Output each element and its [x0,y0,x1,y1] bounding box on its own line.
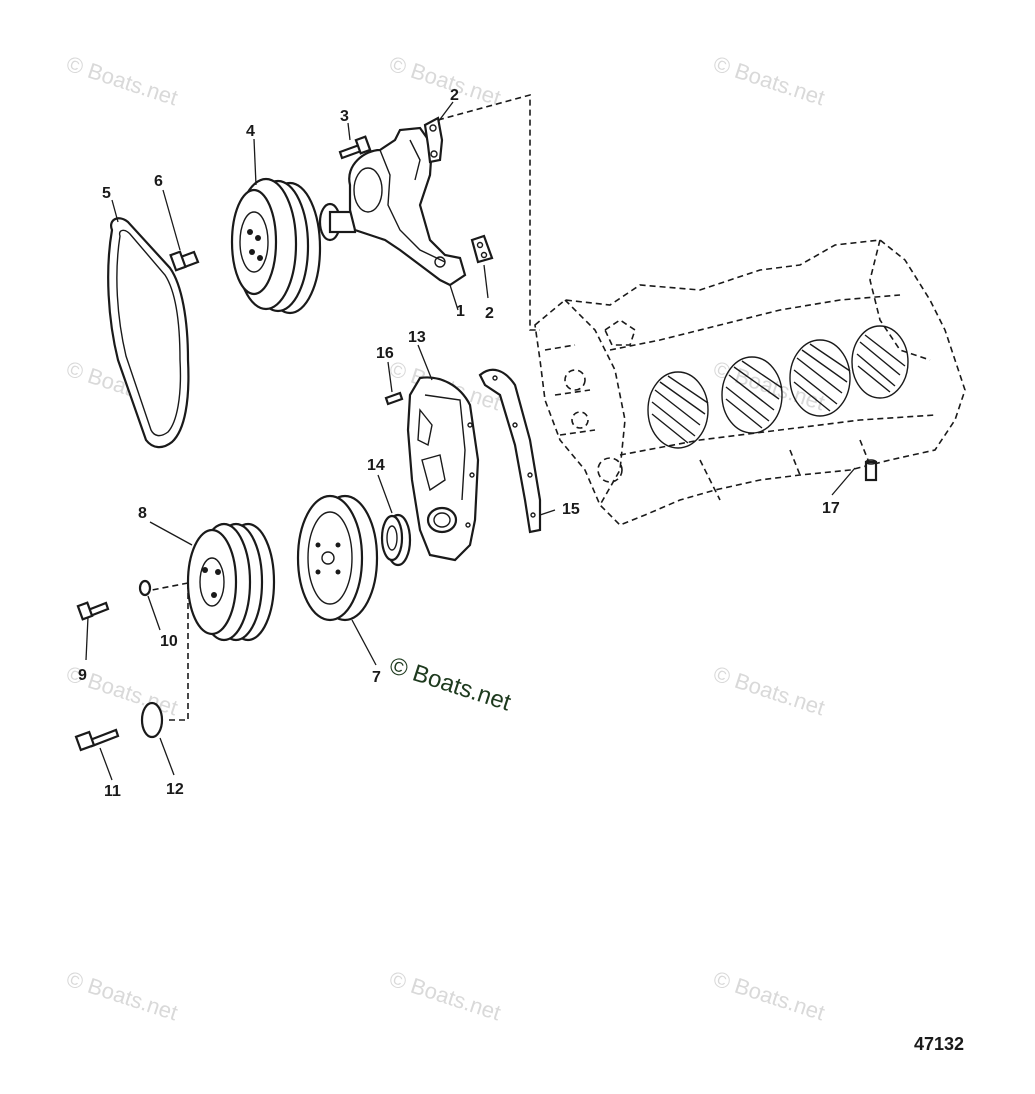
cylinder-bore [721,356,783,434]
callout-5: 5 [102,185,111,202]
callout-11: 11 [104,783,121,800]
assembly-line [437,93,540,331]
callout-16: 16 [376,345,394,362]
callout-15: 15 [562,501,580,518]
gasket-lower [470,234,494,264]
callout-6: 6 [154,173,163,190]
watermark: © Boats.net [386,51,503,110]
callout-14: 14 [367,457,385,474]
crankshaft-pulley [186,522,276,642]
washer-10 [138,579,152,597]
callout-12: 12 [166,781,184,798]
watermark: © Boats.net [710,661,827,720]
watermark: © Boats.net [386,966,503,1025]
watermark-main: © Boats.net [386,652,514,717]
callout-2-lower: 2 [485,305,494,322]
figure-number: 47132 [914,1034,964,1054]
bolt-9 [76,601,110,621]
assembly-line [165,583,189,721]
bolt-3 [338,135,372,160]
watermark: © Boats.net [710,966,827,1025]
callout-8: 8 [138,505,147,522]
cylinder-bore [647,371,709,449]
callout-3: 3 [340,108,349,125]
callout-13: 13 [408,329,426,346]
water-pump-pulley [230,177,322,315]
bolt-6 [169,250,200,272]
dowel-pin [864,459,878,482]
leader-lines [85,101,856,781]
gasket-upper [423,116,444,164]
callout-7: 7 [372,669,381,686]
belt [107,217,190,449]
cylinder-bore [851,325,909,399]
bolt-11 [74,728,120,752]
callout-10: 10 [160,633,178,650]
timing-gasket [478,368,542,534]
assembly-line [151,582,189,591]
watermark: © Boats.net [710,51,827,110]
washer-12 [140,701,164,739]
callout-labels: 1 2 2 3 4 5 6 7 8 9 10 11 12 13 14 15 16… [78,87,840,800]
watermark: © Boats.net [63,51,180,110]
oil-seal [380,513,412,567]
watermark: © Boats.net [63,966,180,1025]
harmonic-balancer [296,494,379,622]
callout-17: 17 [822,500,840,517]
screw-16 [384,391,404,406]
cylinder-bore [789,339,851,417]
callout-9: 9 [78,667,87,684]
callout-2-upper: 2 [450,87,459,104]
timing-cover [406,376,480,562]
callout-1: 1 [456,303,465,320]
callout-4: 4 [246,123,255,140]
